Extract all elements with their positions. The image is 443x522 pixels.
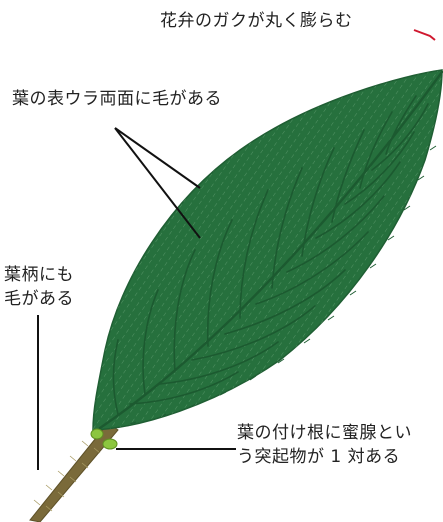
- label-leaf-hair: 葉の表ウラ両面に毛がある: [12, 89, 222, 109]
- nectar-glands: [90, 428, 118, 450]
- gland-left: [90, 428, 104, 440]
- petiole-hairs: [33, 426, 101, 512]
- label-petiole-line2: 毛がある: [4, 289, 74, 309]
- label-gland-line2: う突起物が 1 対ある: [237, 447, 401, 467]
- label-sepal: 花弁のガクが丸く膨らむ: [160, 11, 353, 31]
- pointer-sepal: [413, 29, 436, 41]
- petiole: [29, 422, 119, 522]
- pointer-hair-1: [114, 127, 201, 189]
- leaf-veins: [98, 70, 443, 430]
- pointer-lines: [37, 127, 236, 470]
- pointer-hair-2: [114, 127, 201, 239]
- gland-right: [102, 438, 118, 450]
- label-gland-line1: 葉の付け根に蜜腺とい: [237, 423, 412, 443]
- label-petiole-line1: 葉柄にも: [4, 265, 74, 285]
